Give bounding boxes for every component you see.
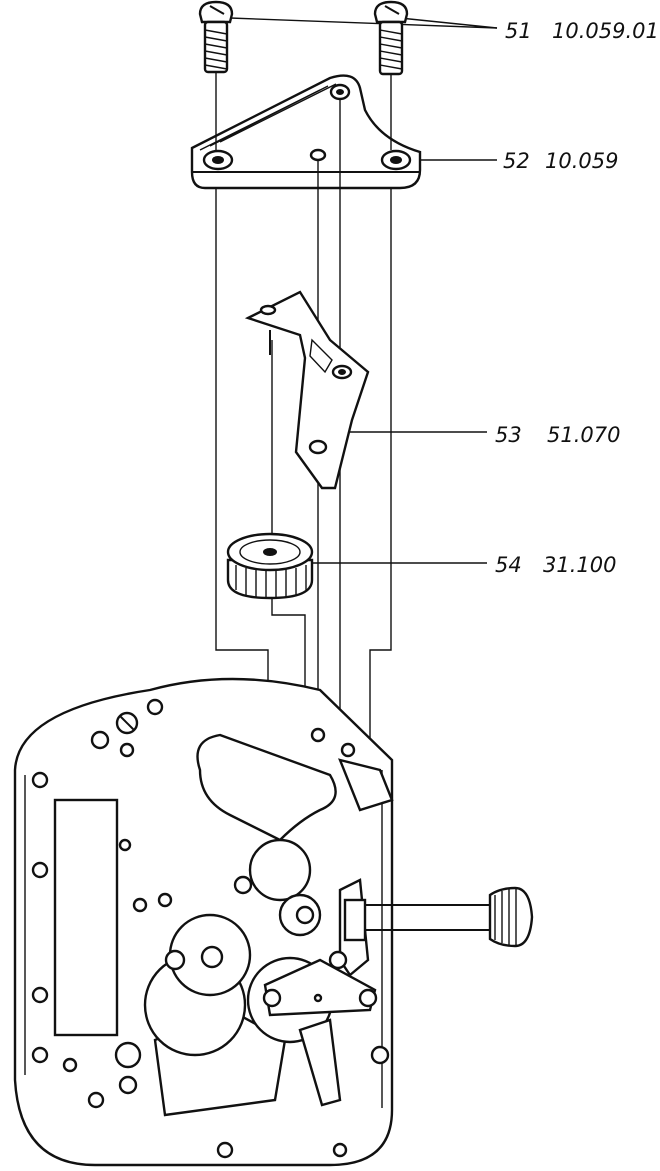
callout-51: 51 10.059.01 xyxy=(229,17,659,43)
screw-right xyxy=(373,0,409,76)
wheel-part xyxy=(226,532,314,600)
callout-53: 53 51.070 xyxy=(345,423,620,447)
callout-53-code: 51.070 xyxy=(547,423,620,447)
callout-51-number: 51 xyxy=(505,19,532,43)
callout-53-number: 53 xyxy=(495,423,522,447)
callout-51-code: 10.059.01 xyxy=(552,19,659,43)
crown-and-stem xyxy=(343,886,534,948)
lever-part xyxy=(244,290,370,490)
callout-52: 52 10.059 xyxy=(420,149,618,173)
callout-52-number: 52 xyxy=(503,149,530,173)
callout-54-code: 31.100 xyxy=(543,553,616,577)
callout-54: 54 31.100 xyxy=(312,553,616,577)
screw-left xyxy=(198,0,234,74)
movement-plate xyxy=(13,677,394,1167)
bridge-part xyxy=(190,74,422,190)
callout-52-code: 10.059 xyxy=(545,149,618,173)
callout-54-number: 54 xyxy=(495,553,522,577)
